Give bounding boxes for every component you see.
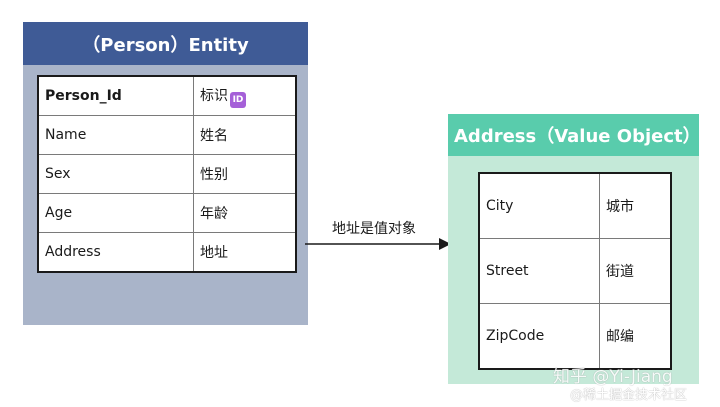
address-value-object-table: City 城市 Street 街道 ZipCode 邮编 (478, 172, 672, 370)
field-desc: 城市 (599, 172, 672, 239)
field-name: Sex (37, 154, 194, 194)
field-desc: 性别 (193, 154, 297, 194)
table-row: Sex 性别 (37, 154, 297, 194)
field-desc: 邮编 (599, 303, 672, 370)
field-name: Age (37, 193, 194, 233)
id-badge-icon: ID (230, 91, 246, 108)
field-name: City (478, 172, 600, 239)
field-name: Name (37, 115, 194, 155)
relation-label: 地址是值对象 (332, 221, 416, 237)
address-value-object-box: Address（Value Object） City 城市 Street 街道 … (448, 114, 699, 384)
field-desc: 年龄 (193, 193, 297, 233)
table-row: Age 年龄 (37, 193, 297, 233)
field-desc: 街道 (599, 238, 672, 304)
field-desc: 姓名 (193, 115, 297, 155)
field-name: Street (478, 238, 600, 304)
person-entity-title: （Person）Entity (23, 22, 308, 65)
table-row: Address 地址 (37, 232, 297, 273)
field-name: ZipCode (478, 303, 600, 370)
watermark-juejin: @稀土掘金技术社区 (570, 388, 688, 403)
arrow-head-icon (439, 238, 451, 250)
field-name: Person_Id (37, 75, 194, 116)
field-name: Address (37, 232, 194, 273)
relation-arrow (305, 238, 451, 250)
table-row: City 城市 (478, 172, 672, 239)
table-row: ZipCode 邮编 (478, 303, 672, 370)
address-value-object-title: Address（Value Object） (448, 114, 699, 156)
field-desc: 地址 (193, 232, 297, 273)
table-row: Street 街道 (478, 238, 672, 304)
table-row: Name 姓名 (37, 115, 297, 155)
watermark-zhihu: 知乎 @Yi-Jiang (553, 367, 673, 387)
